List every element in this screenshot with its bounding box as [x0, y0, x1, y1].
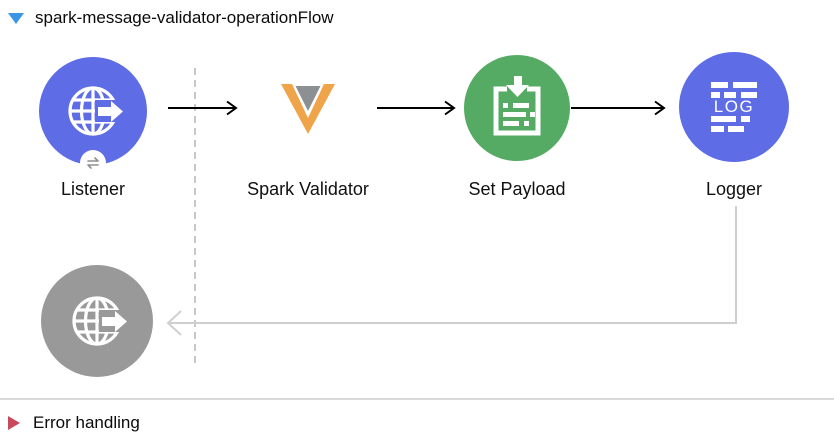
return-connector-logger-to-error [166, 206, 737, 336]
node-label-spark-validator: Spark Validator [247, 179, 369, 199]
veeva-v-inner-triangle [295, 86, 321, 111]
document-arrow-icon [493, 76, 541, 136]
error-handling-section: Error handling [8, 400, 140, 446]
node-label-listener: Listener [60, 179, 126, 199]
node-spark-validator[interactable] [281, 84, 335, 134]
error-handling-label[interactable]: Error handling [33, 413, 140, 432]
node-label-set-payload: Set Payload [468, 179, 566, 199]
log-icon-text: LOG [714, 97, 754, 116]
veeva-v-icon [281, 84, 335, 134]
connector-validator-to-setpayload [377, 100, 456, 116]
globe-arrow-icon [72, 296, 129, 346]
node-error-listener-disabled[interactable] [41, 265, 153, 377]
globe-arrow-icon [68, 86, 125, 136]
listener-source-badge [80, 150, 106, 176]
collapse-triangle-icon[interactable] [8, 12, 24, 24]
flow-header: spark-message-validator-operationFlow [8, 0, 334, 36]
connector-listener-to-validator [168, 100, 238, 116]
section-divider [0, 398, 834, 400]
node-label-logger: Logger [705, 179, 763, 199]
node-listener[interactable] [39, 57, 147, 165]
swap-arrows-icon [87, 157, 99, 169]
node-set-payload[interactable] [464, 55, 570, 161]
expand-triangle-icon[interactable] [8, 416, 20, 430]
log-lines-icon: LOG [711, 82, 757, 132]
flow-title[interactable]: spark-message-validator-operationFlow [35, 8, 334, 27]
node-logger[interactable]: LOG [679, 52, 789, 162]
scope-dashed-divider [194, 68, 196, 363]
connector-setpayload-to-logger [571, 100, 666, 116]
